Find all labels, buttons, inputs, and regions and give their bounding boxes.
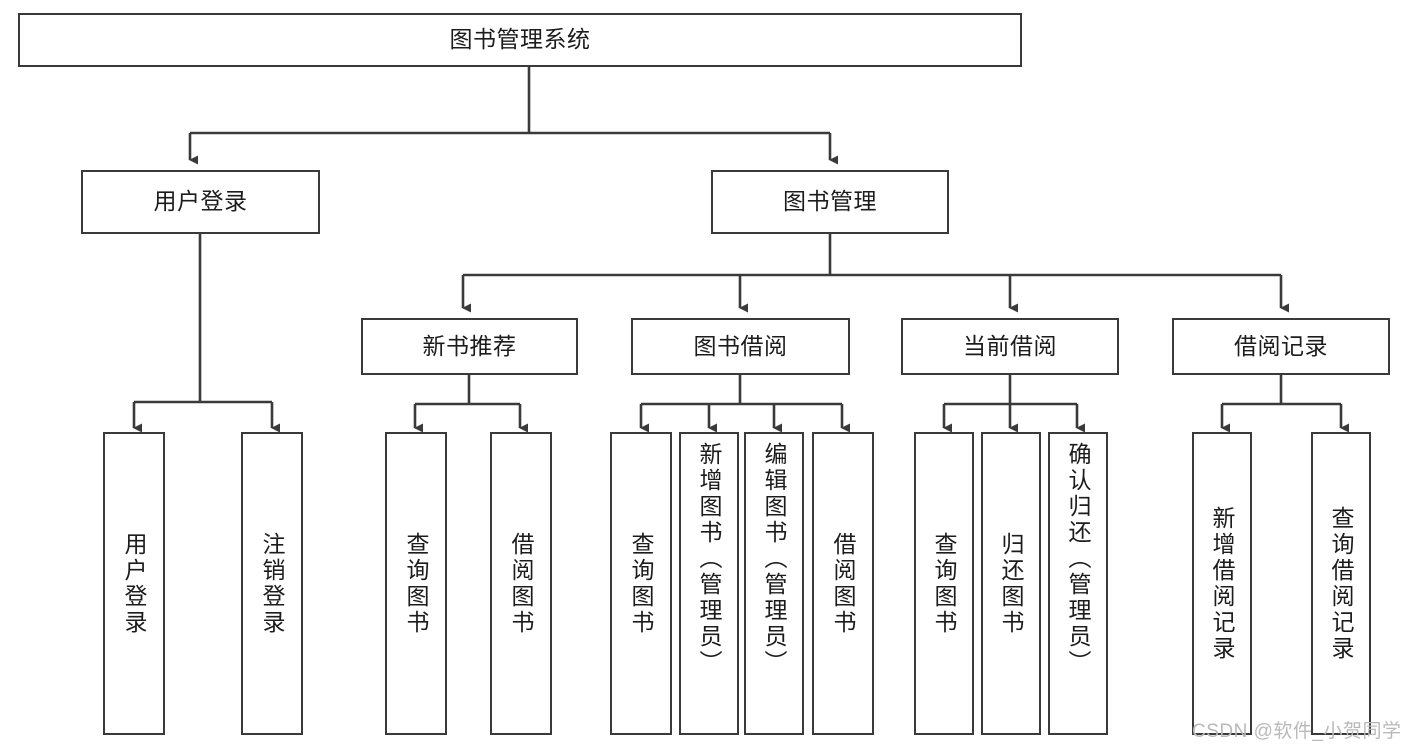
leaf-newbook-borrow-book[interactable]: 借阅图书 (490, 432, 552, 735)
leaf-record-query-record[interactable]: 查询借阅记录 (1311, 432, 1371, 735)
leaf-current-confirm-return-admin[interactable]: 确认归还（管理员） (1048, 432, 1108, 735)
node-current-borrow-label: 当前借阅 (963, 332, 1057, 359)
leaf-record-query-record-label: 查询借阅记录 (1328, 505, 1355, 662)
leaf-newbook-query-book-label: 查询图书 (403, 531, 430, 636)
node-book-borrow[interactable]: 图书借阅 (631, 318, 850, 375)
leaf-user-login[interactable]: 用户登录 (103, 432, 165, 735)
node-current-borrow[interactable]: 当前借阅 (901, 318, 1119, 375)
leaf-borrow-add-book-admin-label: 新增图书（管理员） (696, 442, 723, 676)
node-borrow-record[interactable]: 借阅记录 (1172, 318, 1390, 375)
csdn-watermark: CSDN @软件_小贺同学 (1192, 721, 1402, 742)
node-new-book-recommend[interactable]: 新书推荐 (361, 318, 578, 375)
leaf-borrow-edit-book-admin-label: 编辑图书（管理员） (761, 442, 788, 676)
node-book-management-label: 图书管理 (783, 188, 877, 215)
leaf-user-logout[interactable]: 注销登录 (241, 432, 303, 735)
node-root[interactable]: 图书管理系统 (18, 13, 1022, 67)
leaf-borrow-query-book-label: 查询图书 (628, 531, 655, 636)
leaf-current-query-book[interactable]: 查询图书 (914, 432, 974, 735)
node-new-book-recommend-label: 新书推荐 (422, 332, 517, 359)
leaf-user-logout-label: 注销登录 (259, 531, 286, 636)
node-borrow-record-label: 借阅记录 (1234, 332, 1328, 359)
node-user-login[interactable]: 用户登录 (81, 170, 320, 234)
leaf-borrow-borrow-book-label: 借阅图书 (830, 531, 857, 636)
leaf-newbook-borrow-book-label: 借阅图书 (508, 531, 535, 636)
leaf-current-return-book[interactable]: 归还图书 (981, 432, 1041, 735)
node-user-login-label: 用户登录 (153, 188, 248, 215)
node-root-label: 图书管理系统 (449, 26, 591, 53)
leaf-newbook-query-book[interactable]: 查询图书 (385, 432, 447, 735)
leaf-current-query-book-label: 查询图书 (931, 531, 958, 636)
leaf-record-add-record-label: 新增借阅记录 (1209, 505, 1236, 662)
leaf-borrow-borrow-book[interactable]: 借阅图书 (812, 432, 874, 735)
node-book-management[interactable]: 图书管理 (711, 170, 949, 234)
leaf-borrow-query-book[interactable]: 查询图书 (610, 432, 672, 735)
leaf-current-return-book-label: 归还图书 (998, 531, 1025, 636)
leaf-record-add-record[interactable]: 新增借阅记录 (1192, 432, 1252, 735)
leaf-current-confirm-return-admin-label: 确认归还（管理员） (1065, 442, 1092, 676)
leaf-user-login-label: 用户登录 (121, 531, 148, 636)
leaf-borrow-edit-book-admin[interactable]: 编辑图书（管理员） (744, 432, 804, 735)
leaf-borrow-add-book-admin[interactable]: 新增图书（管理员） (679, 432, 739, 735)
node-book-borrow-label: 图书借阅 (693, 332, 788, 359)
